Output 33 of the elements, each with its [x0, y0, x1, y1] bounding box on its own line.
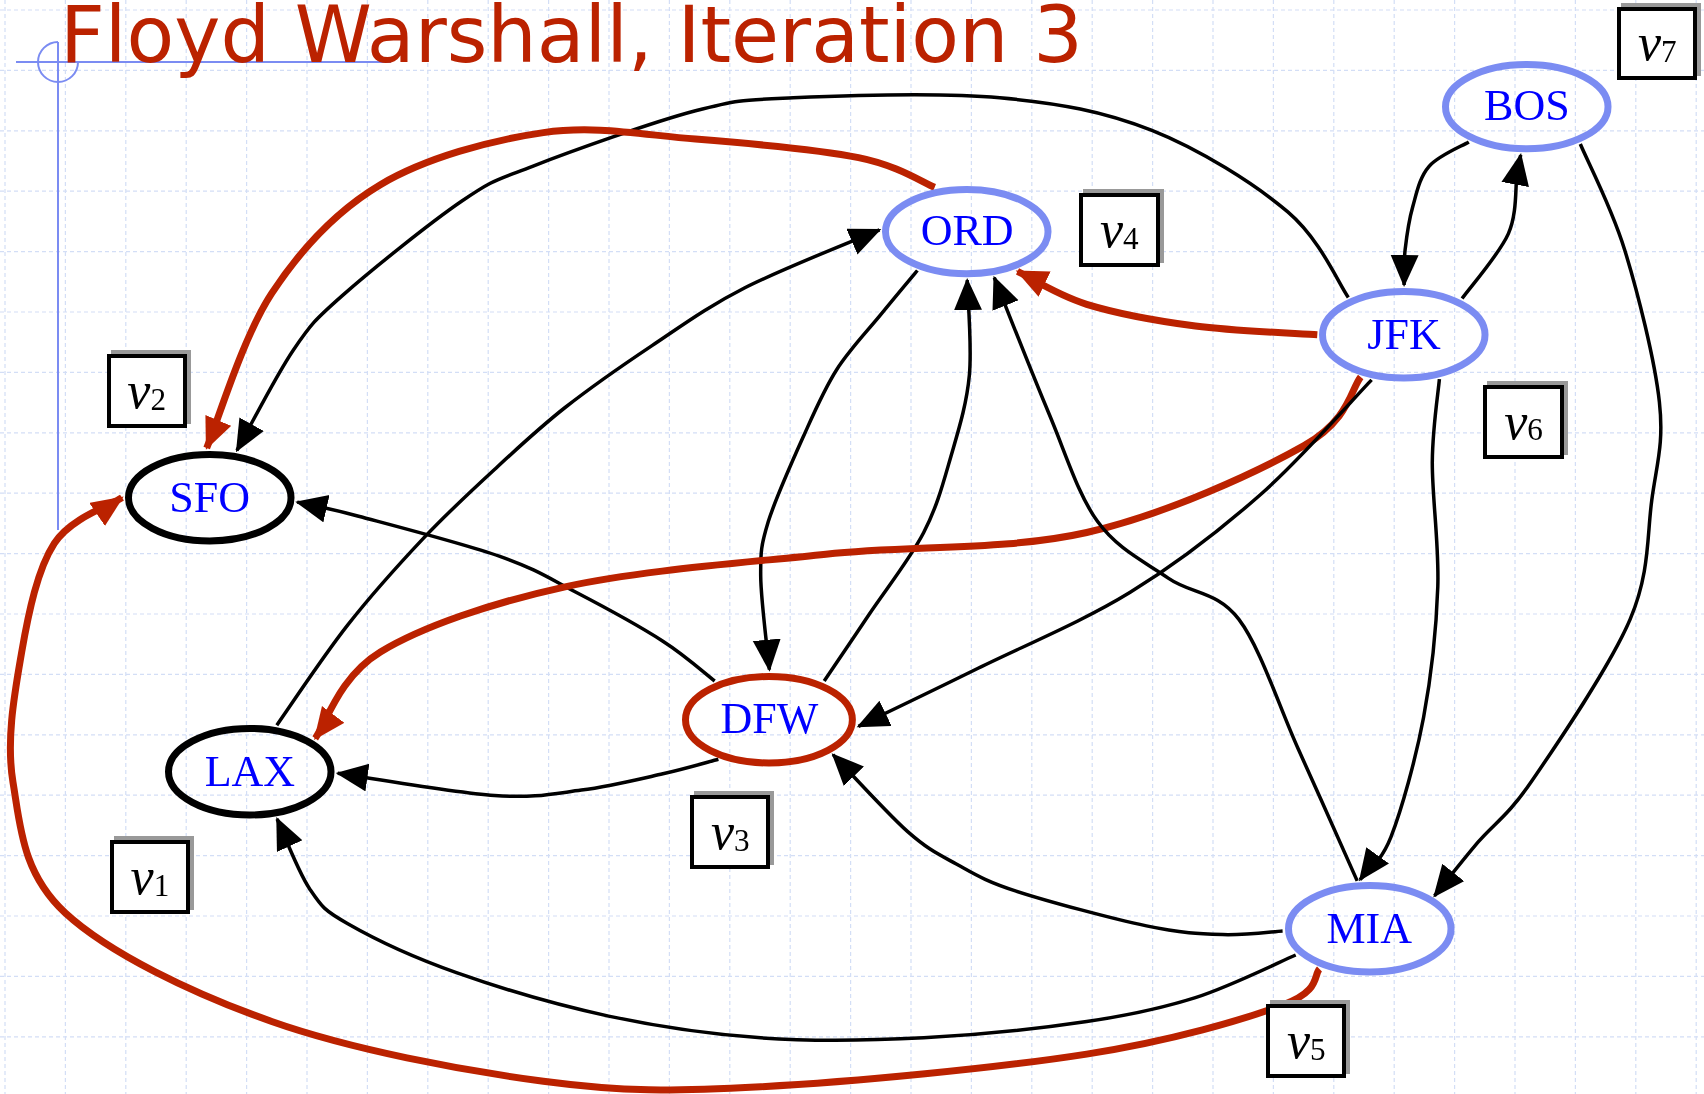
arrow	[822, 278, 983, 682]
arrow	[295, 494, 716, 683]
airport-node	[882, 185, 1052, 278]
airport-node	[1319, 288, 1489, 382]
arrow	[1358, 379, 1442, 882]
arrow	[1390, 140, 1470, 287]
airport-node	[165, 724, 335, 819]
airport-node	[1284, 882, 1455, 976]
airport-code: MIA	[1326, 907, 1413, 952]
airport-code: BOS	[1484, 84, 1570, 129]
airport-node	[124, 451, 295, 545]
airport-code: JFK	[1367, 312, 1441, 357]
arrow	[203, 126, 937, 450]
arrow	[831, 753, 1283, 937]
arrow	[335, 757, 719, 799]
airport-code: SFO	[169, 475, 251, 520]
arrow	[7, 494, 1323, 1094]
airport-code: ORD	[920, 209, 1014, 254]
arrow	[752, 269, 919, 672]
arrow	[1460, 153, 1529, 300]
airport-node	[682, 672, 857, 767]
arrow	[312, 375, 1364, 741]
arrow	[275, 228, 882, 727]
arrow	[1015, 268, 1318, 339]
arrow	[235, 93, 1350, 453]
airport-code: LAX	[204, 749, 296, 794]
arrow	[856, 378, 1373, 728]
arrow	[992, 275, 1359, 882]
airport-code: DFW	[720, 697, 819, 742]
vertex-label-box	[1617, 6, 1698, 81]
arrow	[275, 817, 1297, 1042]
airport-node	[1442, 60, 1612, 153]
arrow	[1433, 143, 1663, 898]
